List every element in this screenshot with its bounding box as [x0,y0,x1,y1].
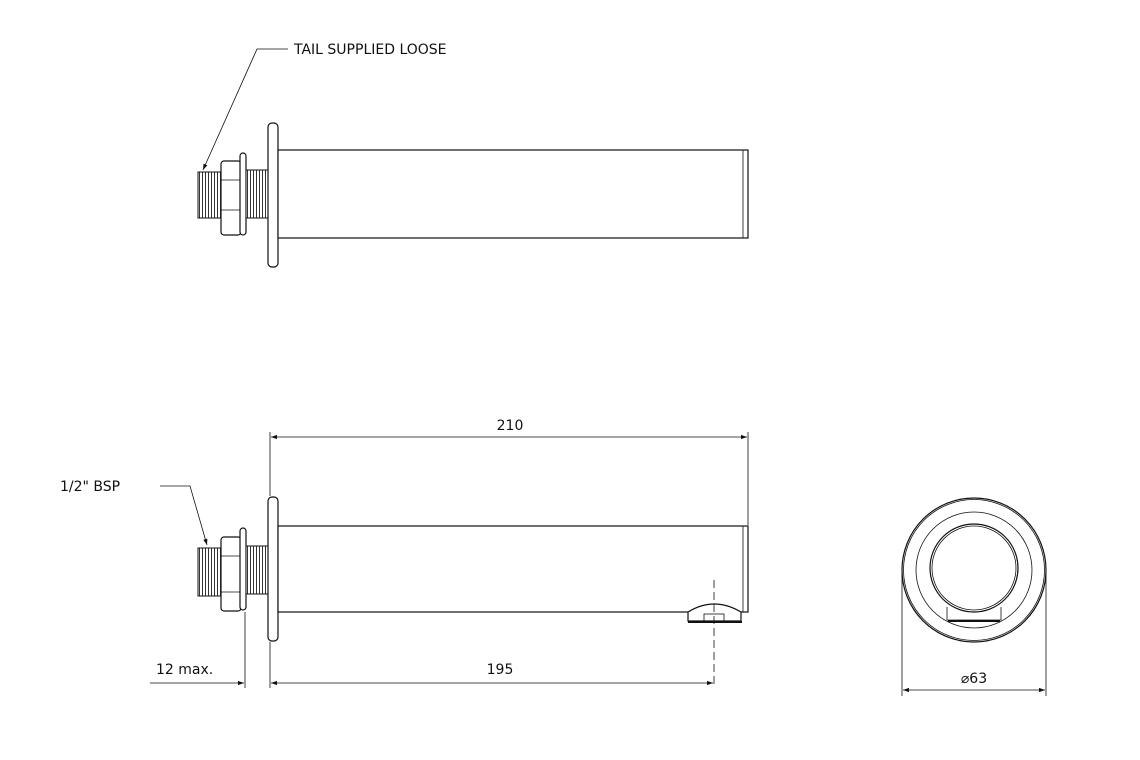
tail-leader [202,48,288,171]
diameter-label: ⌀63 [961,671,987,687]
end-view [901,497,1047,696]
side-view-spout [197,496,749,688]
dimension-210-label: 210 [497,418,524,434]
dimension-195 [150,612,713,688]
bsp-leader [160,485,208,546]
dimension-210 [269,432,749,525]
dimension-12-max-label: 12 max. [156,662,213,678]
bsp-label: 1/2" BSP [60,479,120,495]
top-view-spout [197,122,749,268]
tail-supplied-loose-label: TAIL SUPPLIED LOOSE [293,42,447,58]
dimension-195-label: 195 [487,662,514,678]
